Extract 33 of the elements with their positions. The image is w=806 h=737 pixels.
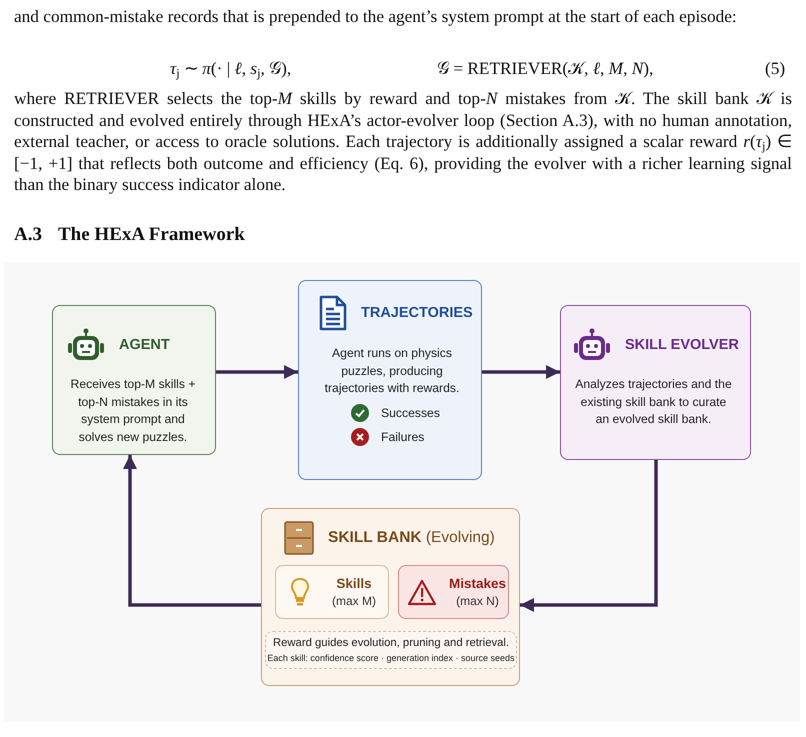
equation-text: τ$_{j}$ ∼ π(· | ℓ, s$_{j}$, 𝒢), [170,58,292,80]
description-text: Analyzes trajectories and the existing skill bank to curate an evolved skill bank. [574,376,733,428]
description-text: Agent runs on physics puzzles, producing trajectories with rewards. [324,345,460,397]
section-heading: The HExA Framework [58,224,245,246]
process-box [261,508,520,686]
process-box [398,565,509,619]
arrow [482,365,560,379]
note-text: Reward guides evolution, pruning and retrieval. [272,637,510,649]
heading: SKILL BANK (Evolving) [328,529,495,547]
paragraph-text: and common-mistake records that is prepended to the agent’s system prompt at the start of each episode: [14,6,738,28]
description-text: Receives top-M skills + top-N mistakes in its system prompt and solves new puzzles. [70,376,196,446]
note-text: Each skill: confidence score · generation index · source seeds [267,653,515,663]
arrow [123,455,261,607]
heading: TRAJECTORIES [361,305,473,321]
heading: AGENT [119,337,170,353]
process-box [275,565,389,619]
equation-number: (5) [765,58,786,80]
arrow [216,365,298,379]
paragraph-text: where RETRIEVER selects the top-M skills by reward and top-N mistakes from 𝒦. The skill bank 𝒦 is constructed and evolved entirely through HExA’s actor-evolver loop (Section A.3), with no human annotation, external teacher, or access to oracle solutions. Each trajectory is additionally assigned a scalar reward r(τ$_{j}$) ∈ [−1, +1] that reflects both outcome and efficiency (Eq. 6), providing the evolver with a richer learning signal than the binary success indicator alone. [14,88,792,196]
process-box [52,305,216,455]
list-item-text: Failures [381,430,424,444]
heading: Mistakes [448,576,508,591]
list-item-text: Successes [381,406,440,420]
subheading-text: (max M) [331,594,377,608]
heading: Skills [335,576,373,591]
arrow [520,460,658,612]
equation-text: 𝒢 = RETRIEVER(𝒦, ℓ, M, N), [437,58,654,80]
process-box [560,305,751,460]
note-box [265,631,517,669]
subheading-text: (max N) [455,594,500,608]
process-box [298,280,482,480]
section-number: A.3 [14,224,43,246]
heading: SKILL EVOLVER [625,337,739,353]
